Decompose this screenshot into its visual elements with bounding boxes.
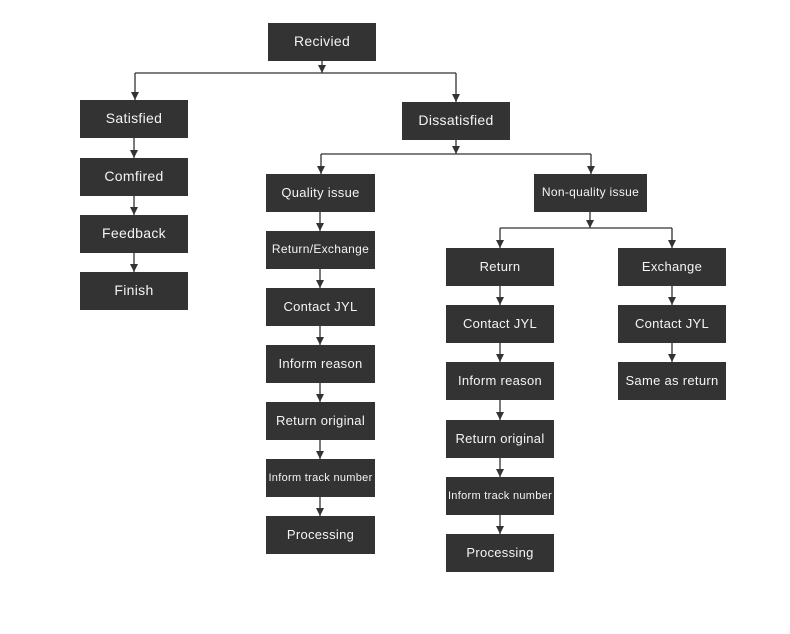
flow-node-dissatisfied: Dissatisfied xyxy=(402,102,510,140)
flow-node-label: Processing xyxy=(466,544,534,560)
flow-node-label: Satisfied xyxy=(105,110,163,127)
flow-node-return-exchange: Return/Exchange xyxy=(266,231,375,269)
flow-node-return-original-quality: Return original xyxy=(266,402,375,440)
flow-node-return-original-return: Return original xyxy=(446,420,554,458)
flow-node-inform-track-quality: Inform track number xyxy=(266,459,375,497)
flow-node-return: Return xyxy=(446,248,554,286)
flow-node-processing-return: Processing xyxy=(446,534,554,572)
flow-node-label: Contact JYL xyxy=(634,315,710,331)
flow-node-contact-jyl-exchange: Contact JYL xyxy=(618,305,726,343)
flow-node-satisfied: Satisfied xyxy=(80,100,188,138)
flow-node-non-quality-issue: Non-quality issue xyxy=(534,174,647,212)
flow-node-label: Non-quality issue xyxy=(541,185,640,200)
flow-node-label: Comfired xyxy=(104,168,164,185)
flow-node-same-as-return: Same as return xyxy=(618,362,726,400)
flow-node-label: Return xyxy=(479,258,521,274)
flow-node-label: Feedback xyxy=(102,225,166,242)
flow-node-contact-jyl-return: Contact JYL xyxy=(446,305,554,343)
flow-node-label: Same as return xyxy=(625,372,719,388)
flow-node-label: Contact JYL xyxy=(462,315,538,331)
flow-node-label: Inform track number xyxy=(268,471,373,484)
flow-node-inform-reason-return: Inform reason xyxy=(446,362,554,400)
flow-node-label: Dissatisfied xyxy=(418,112,494,129)
flow-node-label: Exchange xyxy=(641,258,703,274)
flow-node-label: Processing xyxy=(286,526,355,542)
flow-node-finish: Finish xyxy=(80,272,188,310)
flow-node-inform-reason-quality: Inform reason xyxy=(266,345,375,383)
flow-node-feedback: Feedback xyxy=(80,215,188,253)
flow-node-label: Finish xyxy=(114,282,154,299)
flow-node-label: Quality issue xyxy=(281,184,360,200)
flow-node-processing-quality: Processing xyxy=(266,516,375,554)
flow-node-contact-jyl-quality: Contact JYL xyxy=(266,288,375,326)
flow-node-received: Recivied xyxy=(268,23,376,61)
flow-node-label: Inform reason xyxy=(278,355,363,371)
flow-node-comfired: Comfired xyxy=(80,158,188,196)
flow-node-quality-issue: Quality issue xyxy=(266,174,375,212)
flow-node-label: Recivied xyxy=(293,33,351,50)
flow-node-inform-track-return: Inform track number xyxy=(446,477,554,515)
flow-node-label: Return original xyxy=(455,430,545,446)
flow-node-label: Contact JYL xyxy=(283,298,358,314)
flow-node-exchange: Exchange xyxy=(618,248,726,286)
flow-node-label: Return original xyxy=(275,412,366,428)
flow-node-label: Inform track number xyxy=(447,489,553,502)
flow-node-label: Return/Exchange xyxy=(271,242,370,257)
flow-node-label: Inform reason xyxy=(457,372,543,388)
